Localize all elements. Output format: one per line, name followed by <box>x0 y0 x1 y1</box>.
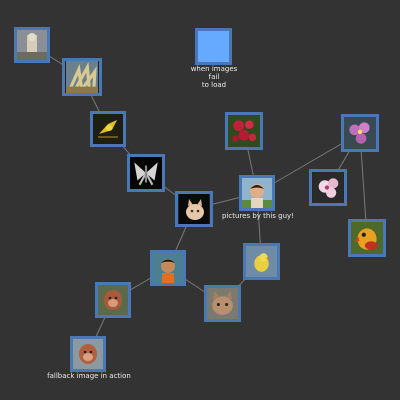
node-berries[interactable] <box>225 112 263 150</box>
placeholder-label: when images fail to load <box>190 65 238 89</box>
node-child[interactable] <box>150 250 186 286</box>
monkey-photo-icon <box>98 285 128 315</box>
node-kitten[interactable] <box>175 191 213 227</box>
berries-photo-icon <box>228 115 260 147</box>
node-statue[interactable] <box>14 27 50 63</box>
node-cat[interactable] <box>204 285 241 322</box>
placeholder-node[interactable] <box>195 28 232 65</box>
node-butterfly[interactable] <box>127 154 165 192</box>
node-plant[interactable] <box>62 58 102 96</box>
butterfly-photo-icon <box>130 157 162 189</box>
dry-plant-photo-icon <box>66 61 98 93</box>
node-bird[interactable] <box>90 111 126 147</box>
guy-label: pictures by this guy! <box>222 212 294 220</box>
missing-image-icon <box>198 31 229 62</box>
monkey-photo-icon <box>73 339 103 369</box>
node-parrot[interactable] <box>348 219 386 257</box>
guy-portrait-photo-icon <box>242 178 272 208</box>
bird-photo-icon <box>93 114 123 144</box>
node-fallback-image[interactable] <box>70 336 106 372</box>
pink-flowers-photo-icon <box>312 172 344 203</box>
statue-photo-icon <box>17 30 47 60</box>
node-bird-yellow[interactable] <box>243 243 280 280</box>
node-monkey[interactable] <box>95 282 131 318</box>
node-flowers[interactable] <box>309 169 347 206</box>
parrot-photo-icon <box>351 222 383 254</box>
bird-photo-icon <box>246 246 277 277</box>
orchid-photo-icon <box>344 117 376 149</box>
fallback-label: fallback image in action <box>47 372 131 380</box>
node-orchid[interactable] <box>341 114 379 152</box>
kitten-photo-icon <box>179 194 209 224</box>
child-photo-icon <box>153 253 183 283</box>
cat-photo-icon <box>207 288 238 319</box>
node-guy-portrait[interactable] <box>239 175 275 211</box>
